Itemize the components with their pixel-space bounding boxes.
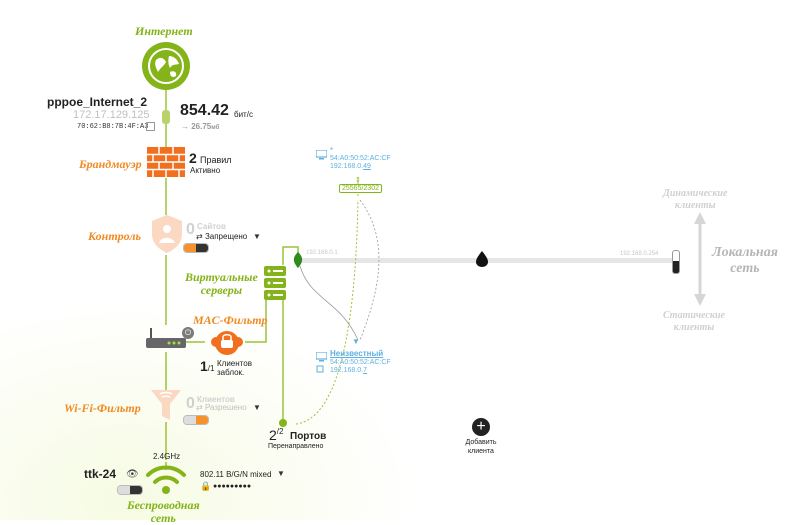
- wifi-filter-policy-dropdown[interactable]: ▼: [253, 403, 261, 412]
- lock-icon: 🔒: [200, 481, 212, 491]
- eye-icon[interactable]: 👁: [126, 469, 139, 480]
- parental-shield-icon[interactable]: [150, 214, 184, 254]
- dynamic-clients-label[interactable]: Динамические клиенты: [663, 188, 728, 211]
- control-sites-count: 0: [186, 221, 195, 238]
- lan-label: Локальная сеть: [712, 245, 778, 276]
- ports-node-dot: [279, 419, 287, 427]
- mac-filter-label: MAC-Фильтр: [193, 313, 268, 327]
- wifi-filter-policy: ⇄ Разрешено: [196, 403, 247, 412]
- wifi-icon[interactable]: [145, 463, 187, 497]
- ports-status: Перенаправлено: [268, 443, 324, 450]
- globe-icon[interactable]: [142, 42, 190, 90]
- wifi-filter-label: Wi-Fi-Фильтр: [64, 401, 141, 415]
- firewall-label: Брандмауэр: [79, 157, 142, 171]
- mac-filter-clients-label: Клиентов: [217, 359, 252, 368]
- power-icon[interactable]: ⏻: [182, 327, 194, 339]
- copy-icon[interactable]: [146, 122, 155, 131]
- wifi-filter-count: 0: [186, 395, 195, 412]
- speed-unit: бит/с: [234, 110, 253, 119]
- router-icon[interactable]: [146, 328, 186, 350]
- server-stack-icon[interactable]: [264, 266, 286, 300]
- client-top-ip: 192.168.0.49: [330, 163, 371, 170]
- wifi-ssid[interactable]: ttk-24: [84, 467, 117, 481]
- background-glow: [0, 300, 420, 520]
- wifi-filter-funnel-icon[interactable]: [151, 390, 181, 422]
- virtual-servers-label: Виртуальные серверы: [185, 270, 258, 297]
- wireless-label: Беспроводная сеть: [127, 498, 200, 525]
- port-forward-arrow-icon: ⇕: [355, 177, 361, 184]
- mac-filter-count: 1/1: [200, 358, 215, 374]
- connection-name[interactable]: pppoe_Internet_2: [47, 95, 148, 109]
- control-label: Контроль: [88, 229, 142, 243]
- static-clients-label[interactable]: Статические клиенты: [663, 310, 725, 333]
- internet-ip: 172.17.129.125: [73, 109, 150, 121]
- control-policy: ⇄ Запрещено: [196, 232, 248, 241]
- wifi-band: 2.4GHz: [153, 452, 181, 461]
- client-bottom-ip: 192.168.0.7: [330, 367, 367, 374]
- lan-range-handle[interactable]: [672, 250, 680, 274]
- add-client-button[interactable]: +: [472, 418, 490, 436]
- client-bottom-arrow-icon: ▼: [352, 337, 360, 346]
- wifi-mode: 802.11 B/G/N mixed: [200, 470, 272, 479]
- add-client-label: Добавить клиента: [465, 439, 497, 455]
- wifi-mode-dropdown[interactable]: ▼: [277, 469, 285, 478]
- lan-drop-icon[interactable]: [476, 251, 488, 267]
- client-bottom-device-icon: [316, 360, 324, 373]
- wifi-filter-toggle[interactable]: [183, 415, 209, 425]
- firewall-status: Активно: [190, 166, 221, 175]
- mac-filter-blocked-label: заблок.: [217, 368, 245, 377]
- client-bottom-mac: 54:A0:50:52:AC:CF: [330, 359, 391, 366]
- control-toggle[interactable]: [183, 243, 209, 253]
- wifi-password[interactable]: ●●●●●●●●●: [213, 483, 252, 490]
- port-plug-icon: [162, 110, 170, 124]
- speed-value: 854.42: [180, 102, 229, 119]
- firewall-icon[interactable]: [147, 147, 185, 177]
- internet-mac: 70:62:B8:7B:4F:A3: [77, 123, 149, 131]
- mac-filter-icon[interactable]: [210, 330, 244, 356]
- control-policy-dropdown[interactable]: ▼: [253, 232, 261, 241]
- lan-range-end: 192.168.0.254: [620, 251, 659, 257]
- lan-pin-icon: [291, 252, 305, 270]
- client-bottom-name[interactable]: Неизвестный: [330, 349, 384, 358]
- lan-range-start: 192.168.0.1: [306, 250, 338, 256]
- firewall-rules-count: 2: [189, 150, 197, 166]
- internet-label: Интернет: [135, 24, 193, 38]
- wifi-filter-clients-label: Клиентов: [197, 395, 235, 404]
- ports-label[interactable]: Портов: [290, 431, 327, 442]
- client-top-name[interactable]: *: [330, 146, 334, 155]
- traffic-total: → 26.75мб: [181, 122, 220, 131]
- wifi-toggle[interactable]: [117, 485, 143, 495]
- client-top-mac: 54:A0:50:52:AC:CF: [330, 155, 391, 162]
- client-computer-icon[interactable]: [315, 148, 328, 160]
- port-forward-badge[interactable]: 25565/2302: [339, 184, 382, 193]
- firewall-rules-label: Правил: [200, 155, 232, 165]
- control-sites-label: Сайтов: [197, 222, 226, 231]
- ports-count: 2/2: [269, 427, 284, 443]
